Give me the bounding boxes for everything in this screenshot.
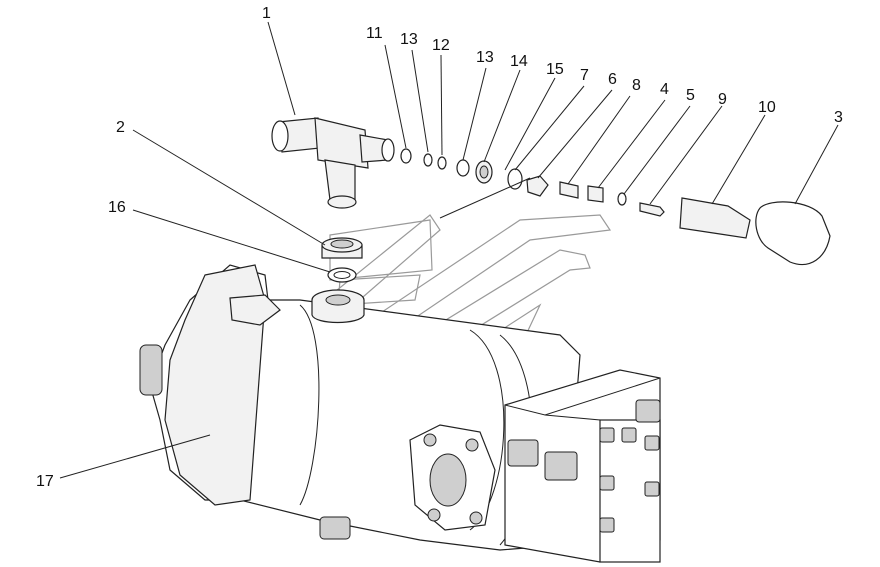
callout-11: 11 [366,25,383,42]
callout-9: 9 [718,91,727,108]
callout-6: 6 [608,71,617,88]
callout-13a: 13 [400,31,418,48]
callout-4: 4 [660,81,669,98]
callout-1: 1 [262,5,271,22]
part-16-seal [327,267,357,283]
callout-15: 15 [546,61,564,78]
motor-body [139,264,661,563]
callout-8: 8 [632,77,641,94]
callout-7: 7 [580,67,589,84]
callout-14: 14 [510,53,528,70]
part-2-nut [321,237,363,259]
leader-lines [59,21,839,479]
callout-13b: 13 [476,49,494,66]
callout-10: 10 [758,99,776,116]
callout-16: 16 [108,199,126,216]
callout-2: 2 [116,119,125,136]
callout-5: 5 [686,87,695,104]
callout-labels: 1 11 13 12 13 14 15 7 6 8 4 5 9 10 3 2 1… [36,5,843,490]
small-parts-row [400,148,831,266]
callout-17: 17 [36,473,54,490]
callout-3: 3 [834,109,843,126]
callout-12: 12 [432,37,450,54]
part-1-tee-fitting [271,117,395,209]
